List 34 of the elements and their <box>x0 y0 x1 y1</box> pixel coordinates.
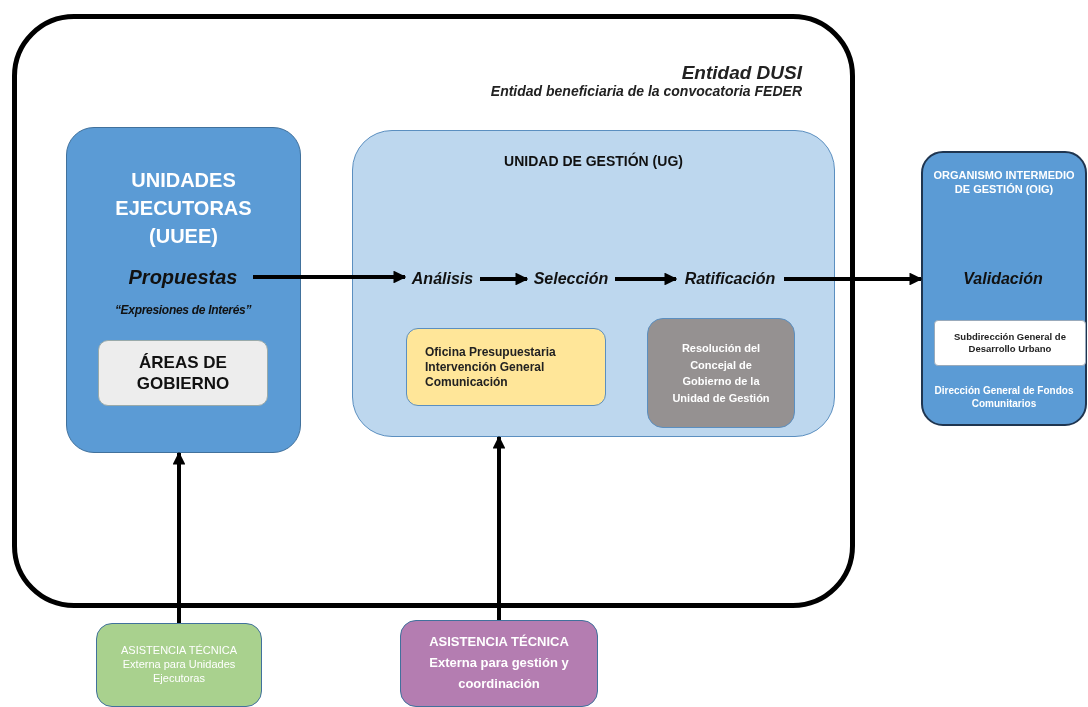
heading: Entidad DUSI <box>681 61 802 85</box>
label: Validación <box>963 269 1043 289</box>
arrow <box>615 272 678 286</box>
label: Entidad beneficiaria de la convocatoria FEDER <box>490 83 802 101</box>
body-panel <box>921 151 1087 426</box>
arrow <box>784 272 923 286</box>
note-text: “Expresiones de Interés” <box>113 303 253 317</box>
unit-panel <box>66 127 301 453</box>
arrow <box>253 270 407 284</box>
heading: UNIDADES EJECUTORAS (UUEE) <box>114 168 253 249</box>
arrow <box>172 451 186 623</box>
arrow <box>480 272 529 286</box>
heading: ASISTENCIA TÉCNICA Externa para Unidades Ejecutoras <box>120 644 238 686</box>
label: Ratificación <box>684 269 776 289</box>
label: Selección <box>533 269 609 289</box>
office-box <box>406 328 606 406</box>
subdirectorate-box <box>934 320 1086 366</box>
assistance-box <box>96 623 262 707</box>
resolution-box <box>647 318 795 428</box>
assistance-box <box>400 620 598 707</box>
heading: Resolución del Concejal de Gobierno de la Unidad de Gestión <box>671 341 771 406</box>
entity-frame <box>12 14 855 608</box>
heading: UNIDAD DE GESTIÓN (UG) <box>503 153 684 171</box>
heading: ORGANISMO INTERMEDIO DE GESTIÓN (OIG) <box>933 169 1075 197</box>
heading: Oficina Presupuestaria Intervención General Comunicación <box>425 344 557 390</box>
label: Propuestas <box>128 264 238 290</box>
management-panel <box>352 130 835 437</box>
heading: ASISTENCIA TÉCNICA Externa para gestión y coordinación <box>428 633 570 693</box>
area-box <box>98 340 268 406</box>
heading: Subdirección General de Desarrollo Urbano <box>953 331 1067 355</box>
heading: ÁREAS DE GOBIERNO <box>135 351 231 395</box>
label: Análisis <box>411 269 474 289</box>
arrow <box>492 435 506 620</box>
label: Dirección General de Fondos Comunitarios <box>933 385 1075 410</box>
